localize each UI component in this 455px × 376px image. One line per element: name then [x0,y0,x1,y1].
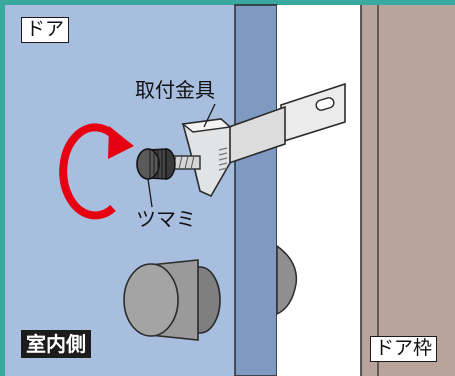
door-frame-label: ドア枠 [370,336,438,362]
door-knob [123,259,221,341]
bracket-label: 取付金具 [135,78,215,102]
knob-label: ツマミ [136,207,196,231]
knob-leader-line [147,178,153,208]
latch-bulge [276,244,298,316]
door-edge [234,4,278,376]
rotation-arrow-icon [59,123,134,220]
door-frame-panel [361,5,455,376]
door-label: ドア [21,17,70,43]
bracket-leader-line [203,103,216,128]
thumb-knob [136,148,176,180]
door-gap [277,5,361,376]
indoor-side-label: 室内側 [21,330,91,358]
